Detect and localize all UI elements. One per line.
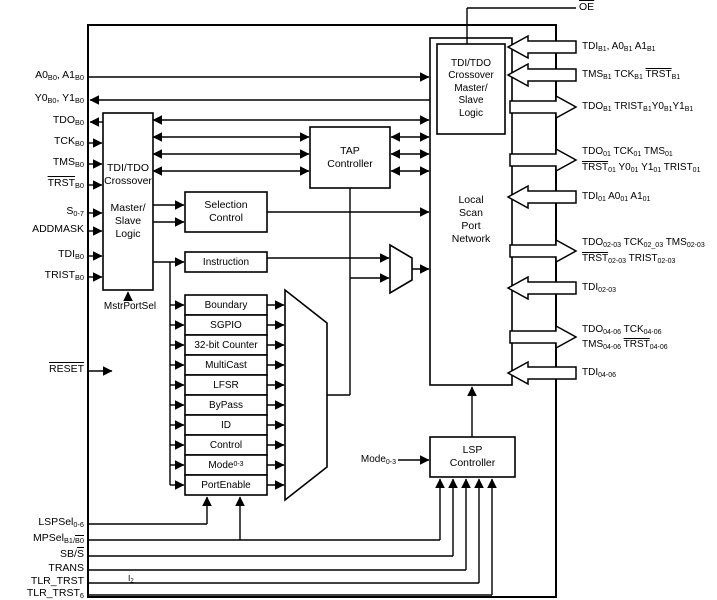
block-label-line: Logic bbox=[115, 228, 141, 240]
pin-label-trst-0203-group: TRST02-03 TRIST02-03 bbox=[582, 253, 676, 265]
pin-label-tdo-b1-group: TDOB1 TRISTB1Y0B1Y1B1 bbox=[582, 101, 694, 113]
block-lsp-controller bbox=[429, 436, 516, 478]
register-counter: 32-bit Counter bbox=[194, 339, 258, 351]
register-id: ID bbox=[221, 419, 231, 431]
block-label-line: Crossover bbox=[104, 175, 152, 187]
footnote-marker: I2 bbox=[128, 573, 134, 585]
pin-label-tlr-trst6: TLR_TRST6 bbox=[26, 587, 84, 600]
bus-arrows bbox=[506, 34, 578, 386]
bus-arrow-tdo-01 bbox=[509, 147, 578, 173]
output-mux bbox=[389, 243, 413, 295]
pin-label-lspsel: LSPSel0-6 bbox=[38, 516, 84, 529]
block-label-line: Scan bbox=[459, 207, 483, 219]
register-bypass: ByPass bbox=[209, 399, 243, 411]
pin-label-tdi-b1-group: TDIB1, A0B1 A1B1 bbox=[582, 41, 656, 53]
blocks bbox=[102, 37, 516, 502]
pin-label-a0a1-b0: A0B0, A1B0 bbox=[35, 69, 84, 82]
block-label-line: Local bbox=[458, 194, 484, 206]
register-boundary: Boundary bbox=[204, 299, 248, 311]
block-label-line: Slave bbox=[114, 215, 142, 227]
pin-label-tdi-b0: TDIB0 bbox=[58, 248, 84, 261]
block-label-crossover-b0: TDI/TDO Crossover Master/ Slave Logic bbox=[103, 113, 153, 290]
pin-label-tdo-0406-group: TDO04-06 TCK04-06 bbox=[582, 324, 662, 336]
register-control: Control bbox=[209, 439, 243, 451]
pin-label-trist-b0: TRISTB0 bbox=[44, 269, 84, 282]
pin-label-tdi-0406: TDI04-06 bbox=[582, 367, 617, 379]
wires bbox=[88, 7, 576, 596]
block-label-line: Controller bbox=[327, 157, 373, 170]
block-crossover-b0 bbox=[102, 112, 154, 291]
register-mux bbox=[284, 288, 328, 502]
block-label-line: Controller bbox=[449, 457, 496, 469]
block-crossover-b1 bbox=[436, 43, 506, 135]
bus-arrow-tdo-b1 bbox=[509, 94, 578, 120]
pin-label-sb-s: SB/S bbox=[60, 548, 84, 560]
pin-label-tdi-0203: TDI02-03 bbox=[582, 282, 617, 294]
register-lfsr: LFSR bbox=[213, 379, 239, 391]
label-mstrportsel: MstrPortSel bbox=[103, 301, 157, 312]
register-portenable: PortEnable bbox=[201, 479, 251, 491]
block-label-lsp-controller: LSP Controller bbox=[430, 437, 515, 477]
block-tap-controller bbox=[309, 126, 391, 189]
pin-label-trans: TRANS bbox=[48, 562, 84, 574]
pin-label-tdo-0203-group: TDO02-03 TCK02_03 TMS02-03 bbox=[582, 237, 705, 249]
block-label-line: Selection bbox=[204, 199, 248, 211]
pin-label-addmask: ADDMASK bbox=[32, 223, 84, 235]
bus-arrow-tms-b1 bbox=[506, 62, 577, 88]
block-label-local-scan-port-network: Local Scan Port Network bbox=[430, 160, 512, 280]
pin-label-tdo-b0: TDOB0 bbox=[52, 114, 84, 127]
label-mode-0-3: Mode0-3 bbox=[360, 454, 396, 466]
pin-label-tdo-01-group: TDO01 TCK01 TMS01 bbox=[582, 146, 673, 158]
pin-label-oe: OE bbox=[579, 1, 595, 13]
register-multicast: MultiCast bbox=[205, 359, 247, 371]
bus-arrow-tdi-0406 bbox=[506, 360, 577, 386]
pin-label-tdi-01-group: TDI01 A001 A101 bbox=[582, 191, 651, 203]
pin-label-tms-b1-group: TMSB1 TCKB1 TRSTB1 bbox=[582, 69, 681, 81]
block-label-line: Instruction bbox=[202, 256, 250, 268]
block-label-line: Logic bbox=[459, 107, 483, 119]
bus-arrow-tdo-0203 bbox=[509, 238, 578, 264]
chip-boundary bbox=[87, 24, 557, 598]
register-sgpio: SGPIO bbox=[210, 319, 242, 331]
bus-arrow-tdi-01 bbox=[506, 184, 577, 210]
bus-arrow-tdi-b1 bbox=[506, 34, 577, 60]
pin-label-tlr-trst: TLR_TRST bbox=[30, 575, 84, 587]
pin-label-trst-01-group: TRST01 Y001 Y101 TRIST01 bbox=[582, 162, 701, 174]
block-label-tap-controller: TAP Controller bbox=[310, 127, 390, 188]
block-label-line: Master/ bbox=[454, 82, 488, 94]
block-label-line: TDI/TDO bbox=[107, 162, 149, 174]
pin-label-y0y1-b0: Y0B0, Y1B0 bbox=[34, 92, 84, 105]
block-label-line: Crossover bbox=[448, 70, 494, 82]
block-label-line: TAP bbox=[340, 144, 360, 157]
block-label-selection-control: Selection Control bbox=[185, 192, 267, 232]
block-label-instruction: Instruction bbox=[185, 252, 267, 272]
pin-label-tck-b0: TCKB0 bbox=[54, 135, 84, 148]
pin-label-tms-0406-group: TMS04-06 TRST04-06 bbox=[582, 339, 668, 351]
block-label-line: LSP bbox=[462, 444, 483, 456]
block-label-crossover-b1: TDI/TDO Crossover Master/ Slave Logic bbox=[437, 44, 505, 134]
bus-arrow-tdo-0406 bbox=[509, 324, 578, 350]
block-label-line: Master/ bbox=[110, 202, 146, 214]
pin-label-s0-7: S0-7 bbox=[66, 205, 84, 218]
block-selection-control bbox=[184, 191, 268, 233]
block-label-line: Port bbox=[461, 220, 481, 232]
block-instruction bbox=[184, 251, 268, 273]
block-label-line: Control bbox=[209, 212, 243, 224]
block-label-line: TDI/TDO bbox=[451, 57, 491, 69]
block-label-line: Slave bbox=[458, 95, 484, 107]
pin-label-mpsel: MPSelB1/B0 bbox=[33, 532, 84, 545]
pin-label-trst-b0: TRSTB0 bbox=[47, 177, 84, 190]
pin-label-reset: RESET bbox=[48, 363, 84, 375]
block-label-line: Network bbox=[451, 233, 491, 245]
pin-label-tms-b0: TMSB0 bbox=[52, 156, 84, 169]
bus-arrow-tdi-0203 bbox=[506, 275, 577, 301]
